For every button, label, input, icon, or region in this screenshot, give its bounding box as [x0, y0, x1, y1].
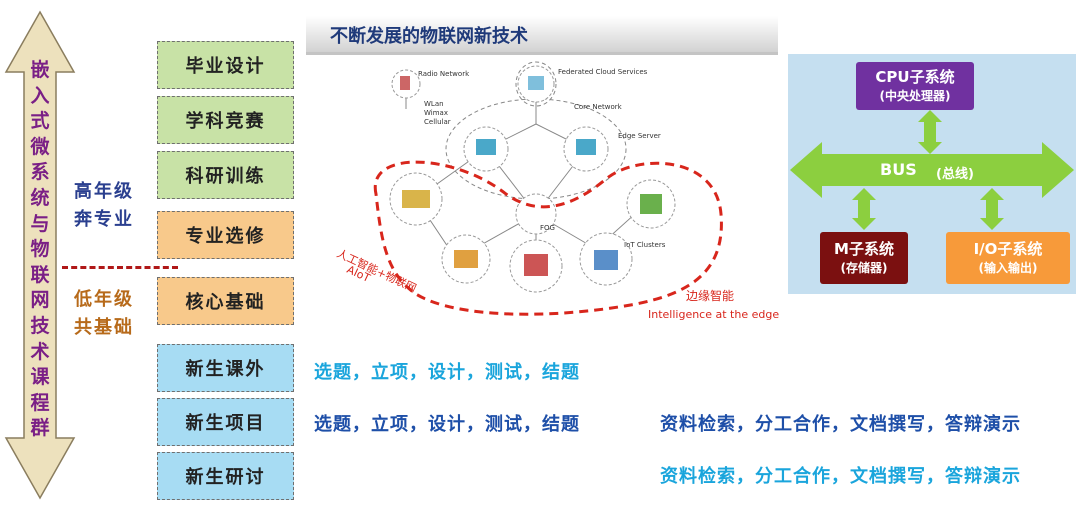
- iot-clusters-label: IoT Clusters: [624, 241, 666, 249]
- bus-double-arrow: [790, 142, 1074, 198]
- activity-text-row3: 资料检索，分工合作，文档撰写，答辩演示: [660, 466, 1021, 487]
- activity-text-row2-left: 选题，立项，设计，测试，结题: [314, 414, 580, 435]
- fog-label: FOG: [540, 224, 555, 232]
- wimax-label: Wimax: [424, 109, 448, 117]
- wlan-label: WLan: [424, 100, 444, 108]
- course-box-competition: 学科竞赛: [157, 96, 294, 144]
- edge-intelligence-cn-label: 边缘智能: [686, 288, 734, 303]
- vertical-double-arrow: [4, 10, 76, 500]
- course-box-freshman-extracurricular: 新生课外: [157, 344, 294, 392]
- cpu-subsystem-box: CPU子系统 (中央处理器): [856, 62, 974, 110]
- bus-sub-label: (总线): [936, 167, 974, 182]
- fog-node-icon: [515, 193, 557, 235]
- io-bus-arrow: [980, 188, 1004, 230]
- edge-server-label: Edge Server: [618, 132, 661, 140]
- course-box-graduation-design: 毕业设计: [157, 41, 294, 89]
- course-box-freshman-project: 新生项目: [157, 398, 294, 446]
- memory-subsystem-box: M子系统 (存储器): [820, 232, 908, 284]
- edge-intelligence-en-label: Intelligence at the edge: [648, 308, 779, 321]
- course-box-elective: 专业选修: [157, 211, 294, 259]
- junior-stage-label: 低年级 共基础: [74, 289, 134, 338]
- senior-stage-label: 高年级 奔专业: [74, 181, 134, 230]
- memory-bus-arrow: [852, 188, 876, 230]
- course-box-freshman-seminar: 新生研讨: [157, 452, 294, 500]
- bus-label: BUS: [880, 160, 917, 179]
- core-network-label: Core Network: [574, 103, 623, 111]
- course-group-title: 嵌 入 式 微 系 统 与 物 联 网 技 术 课 程 群: [30, 59, 50, 440]
- cellular-label: Cellular: [424, 118, 451, 126]
- cloud-label: Federated Cloud Services: [558, 68, 648, 76]
- course-box-research-training: 科研训练: [157, 151, 294, 199]
- iot-network-diagram: Radio Network WLan Wimax Cellular Federa…: [335, 61, 779, 321]
- iot-title: 不断发展的物联网新技术: [330, 26, 528, 47]
- activity-text-row1: 选题，立项，设计，测试，结题: [314, 362, 580, 383]
- iot-header-bar: [306, 16, 778, 55]
- bus-arrows: [790, 110, 1074, 230]
- stage-divider: [62, 266, 178, 269]
- activity-text-row2-right: 资料检索，分工合作，文档撰写，答辩演示: [660, 414, 1021, 435]
- radio-network-label: Radio Network: [418, 70, 470, 78]
- io-subsystem-box: I/O子系统 (输入输出): [946, 232, 1070, 284]
- course-box-core-basics: 核心基础: [157, 277, 294, 325]
- edge-intelligence-region: [373, 160, 723, 316]
- cpu-bus-arrow: [918, 110, 942, 154]
